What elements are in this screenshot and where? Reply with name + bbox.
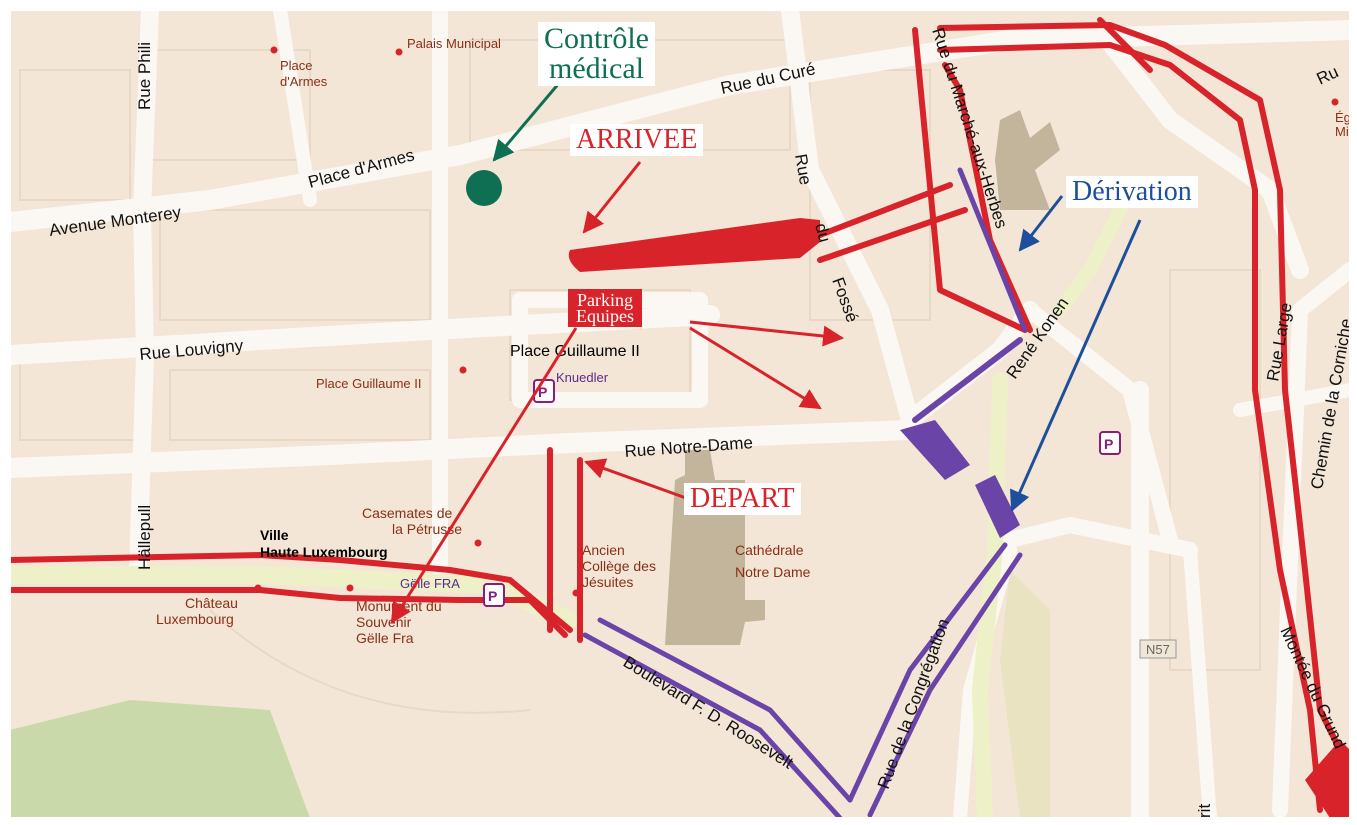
label-n57: N57 [1146, 642, 1170, 657]
parking-icon-gelle-fra[interactable]: P [483, 583, 505, 607]
label-rue-du-fosse-2: du [811, 221, 834, 244]
label-street-rit: rit [1195, 804, 1214, 818]
building-palace [995, 110, 1060, 210]
arrivee-arrow [582, 161, 642, 234]
label-ancien-college-3: Jésuites [582, 574, 633, 590]
label-monument-2: Souvenir [356, 614, 412, 630]
callout-depart: DEPART [684, 483, 801, 515]
label-casemates-1: Casemates de [362, 505, 452, 521]
road-network [10, 10, 1350, 818]
label-eglise-2: Mi [1335, 124, 1349, 139]
callout-parking-line2: Equipes [576, 306, 634, 326]
label-place-darmes-2: d'Armes [280, 74, 328, 89]
deviation-block-1 [900, 420, 970, 480]
label-eglise-1: Ég [1335, 110, 1350, 125]
depart-arrow [584, 458, 687, 500]
label-ancien-college-1: Ancien [582, 542, 625, 558]
derivation-arrow-2 [1010, 219, 1142, 512]
parking-arrow-2 [689, 326, 822, 410]
grund-segment [1305, 740, 1350, 818]
parking-arrow-1 [689, 320, 845, 347]
map-border [10, 10, 1350, 818]
derivation-arrow-1 [1018, 195, 1064, 252]
svg-text:P: P [488, 588, 497, 604]
label-casemates-2: la Pétrusse [392, 521, 462, 537]
label-cathedrale-1: Cathédrale [735, 542, 804, 558]
callout-arrivee: ARRIVEE [570, 124, 704, 156]
callout-parking-equipes: Parking Equipes [568, 289, 642, 327]
label-ville-haute-1: Ville [260, 527, 289, 543]
label-hallepull: Hällepull [135, 505, 154, 570]
callout-derivation: Dérivation [1066, 176, 1198, 208]
label-cathedrale-2: Notre Dame [735, 564, 811, 580]
callout-controle-medical: Contrôle médical [538, 22, 655, 86]
poi-markers [254, 46, 1339, 597]
label-place-darmes-1: Place [280, 58, 313, 73]
parking-arrow-3 [390, 327, 578, 624]
race-route-red [10, 17, 1350, 813]
svg-text:P: P [1104, 436, 1113, 452]
label-rue-philippe: Rue Phili [135, 42, 154, 110]
callout-parking-line1: Parking [577, 290, 633, 310]
deviation-route-purple [582, 167, 1028, 818]
label-monument-3: Gëlle Fra [356, 630, 414, 646]
green-area [10, 700, 310, 818]
label-palais-municipal: Palais Municipal [407, 36, 501, 51]
deviation-block-2 [975, 475, 1020, 538]
callout-controle-line1: Contrôle [544, 22, 649, 55]
green-area-2 [1000, 570, 1050, 818]
label-chateau-2: Luxembourg [156, 611, 234, 627]
medical-control-arrow [492, 81, 562, 162]
parking-icon-east[interactable]: P [1099, 431, 1121, 455]
label-place-guillaume-poi: Place Guillaume II [316, 376, 422, 391]
label-ville-haute-2: Haute Luxembourg [260, 544, 388, 560]
medical-control-marker[interactable] [466, 170, 502, 206]
label-chateau-1: Château [185, 595, 238, 611]
label-gelle-fra-parking: Gëlle FRA [400, 576, 460, 591]
label-place-guillaume: Place Guillaume II [510, 343, 640, 360]
finish-segment [568, 218, 820, 272]
svg-text:P: P [538, 384, 547, 400]
route-shield-n57 [1139, 639, 1177, 659]
label-knuedler: Knuedler [556, 370, 609, 385]
callout-controle-line2: médical [549, 52, 644, 85]
label-ancien-college-2: Collège des [582, 558, 656, 574]
